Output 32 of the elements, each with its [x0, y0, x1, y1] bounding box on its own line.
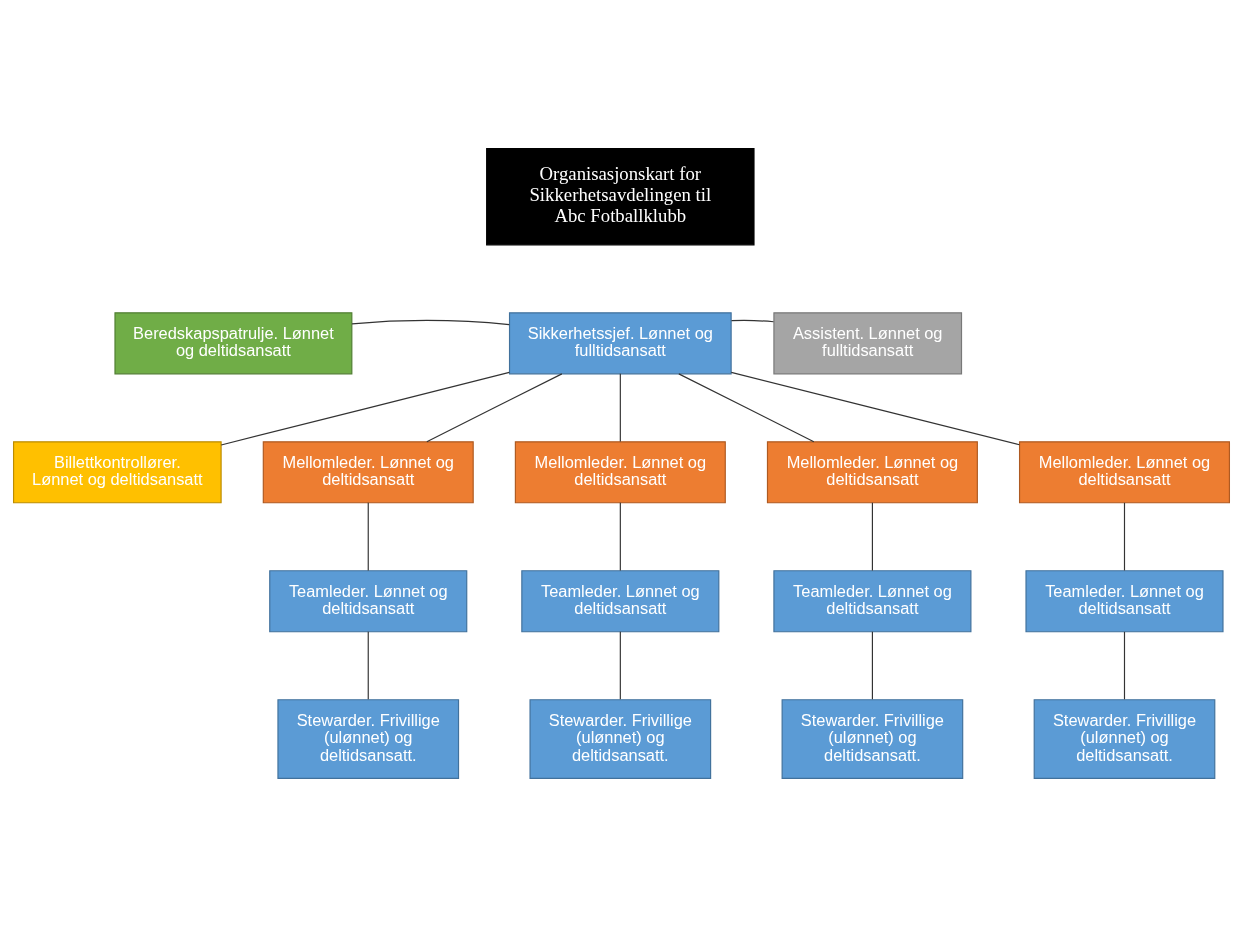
connector	[1123, 630, 1126, 700]
node-box: Stewarder. Frivillige (ulønnet) og deltidsansatt.	[1033, 698, 1216, 779]
node-box: Assistent. Lønnet og fulltidsansatt	[773, 311, 963, 374]
node-box: Teamleder. Lønnet og deltidsansatt	[269, 569, 468, 632]
connector	[619, 372, 621, 442]
connector	[871, 501, 873, 571]
node-box: Organisasjonskart for Sikkerhetsavdelingen til Abc Fotballklubb	[486, 147, 755, 245]
node-box: Mellomleder. Lønnet og deltidsansatt	[514, 440, 726, 503]
node-box: Stewarder. Frivillige (ulønnet) og deltidsansatt.	[781, 698, 964, 779]
node-box: Mellomleder. Lønnet og deltidsansatt	[1018, 440, 1230, 503]
connector	[1123, 501, 1126, 571]
node-box: Stewarder. Frivillige (ulønnet) og deltidsansatt.	[277, 698, 460, 779]
connector	[730, 371, 1020, 445]
node-box: Mellomleder. Lønnet og deltidsansatt	[262, 440, 474, 503]
node-box: Teamleder. Lønnet og deltidsansatt	[1025, 569, 1224, 632]
connector	[730, 319, 775, 322]
node-box: Teamleder. Lønnet og deltidsansatt	[773, 569, 972, 632]
node-box: Billettkontrollører. Lønnet og deltidsansatt	[13, 440, 222, 503]
connector	[220, 371, 510, 446]
connector	[426, 372, 563, 442]
connector	[619, 501, 621, 571]
node-box: Teamleder. Lønnet og deltidsansatt	[521, 569, 720, 632]
connector	[367, 630, 369, 700]
connector	[367, 501, 369, 571]
connector	[871, 630, 873, 700]
node-box: Stewarder. Frivillige (ulønnet) og deltidsansatt.	[529, 698, 712, 779]
connector	[619, 630, 621, 700]
connector	[351, 319, 510, 325]
connector	[678, 372, 815, 442]
node-box: Sikkerhetssjef. Lønnet og fulltidsansatt	[508, 311, 732, 374]
node-box: Mellomleder. Lønnet og deltidsansatt	[766, 440, 978, 503]
node-box: Beredskapspatrulje. Lønnet og deltidsansatt	[114, 311, 353, 374]
